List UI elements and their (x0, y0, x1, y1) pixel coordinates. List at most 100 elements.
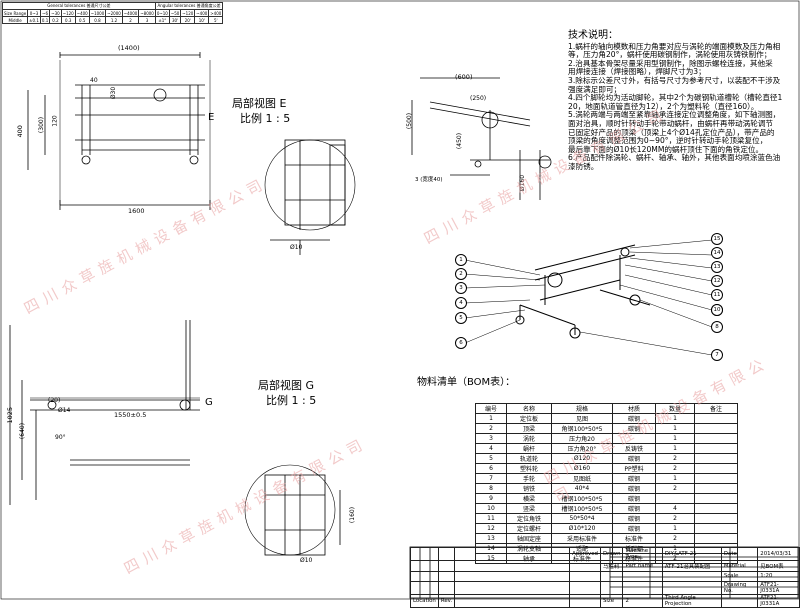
dimension-600: (600) (455, 73, 473, 81)
file-no-value: ATF21-J0331A (757, 594, 800, 608)
bom-cell (694, 453, 738, 464)
bom-cell: 1 (475, 413, 507, 424)
dimension-1600: 1600 (128, 207, 145, 215)
drawn-label: Drawn (599, 547, 624, 561)
bom-cell: 标准件 (612, 533, 656, 544)
balloon-3: 3 (455, 282, 467, 294)
bom-cell: 蜗杆 (506, 443, 552, 454)
bom-cell: 碳钢 (612, 493, 656, 504)
side-view (411, 77, 552, 200)
location-label: Location (410, 594, 439, 608)
tolerance-cell: Middle (1, 16, 29, 24)
technical-note-line: 等，压力角20°，蜗杆使用碳钢制作，涡轮使用灰铸铁制作； (568, 50, 772, 60)
dimension-500: (500) (406, 112, 414, 130)
technical-note-line: 2.治具基本骨架尽量采用型钢制作，除图示螺栓连接，其他采 (568, 58, 773, 68)
bom-cell: 5 (475, 453, 507, 464)
bom-header-cell: 名称 (506, 403, 552, 414)
material-label: Material (720, 560, 759, 572)
balloon-2: 2 (455, 268, 467, 280)
technical-note-line: 3.除标示公差尺寸外，有括号尺寸为参考尺寸，以装配不干涉及 (568, 75, 781, 85)
bom-cell: 50*50*4 (551, 513, 613, 524)
balloon-15: 15 (711, 233, 723, 245)
balloon-11: 11 (711, 289, 723, 301)
technical-note-line: 强度满足即可； (568, 84, 622, 94)
bom-cell: 7 (475, 473, 507, 484)
technical-note-line: 漆防锈。 (568, 161, 599, 171)
dimension-250: (250) (470, 95, 487, 102)
dimension-1025: 1025 (6, 406, 15, 424)
bom-cell: 碳钢 (612, 503, 656, 514)
bom-cell: 角钢100*50*5 (551, 423, 613, 434)
title-block: Approved Drawn Machine Type DIY&ATF-21 D… (410, 547, 800, 608)
dimension-1550: 1550±0.5 (114, 411, 147, 419)
tolerance-cell: 0.1 (39, 16, 51, 24)
technical-note-line: 1.蜗杆的轴向模数和压力角要对应与涡轮的端面模数及压力角相 (568, 41, 781, 51)
bom-header-cell: 规格 (551, 403, 613, 414)
size-label: Size (599, 594, 624, 608)
bom-cell (694, 473, 738, 484)
balloon-8: 8 (711, 321, 723, 333)
bom-cell: 2 (655, 533, 695, 544)
bom-cell: 销铁 (506, 483, 552, 494)
dimension-400: 400 (15, 125, 24, 138)
machine-type-value: DIY&ATF-21 (661, 547, 722, 561)
dimension-120: 120 (51, 115, 59, 127)
bom-cell (694, 483, 738, 494)
part-name-value: ATF-21治具装配图 (661, 560, 722, 572)
bom-cell: 2 (655, 513, 695, 524)
sheet-no-value: 2 (622, 594, 663, 608)
drawing-no-label: Drawing No. (720, 581, 759, 595)
tolerance-cell: 0.5 (74, 16, 90, 24)
view-label-e: E (208, 112, 215, 123)
dimension-160-g: (160) (349, 506, 357, 524)
balloon-4: 4 (455, 297, 467, 309)
drawer-name: 马胜利 (599, 560, 624, 572)
balloon-10: 10 (711, 304, 723, 316)
dimension-d30: Ø30 (110, 86, 118, 100)
balloon-14: 14 (711, 247, 723, 259)
dimension-20: (20) (48, 397, 61, 404)
dimension-d10: Ø10 (290, 244, 303, 251)
view-label-g: G (205, 397, 213, 408)
technical-note-line: 顶梁的角度调整范围为0~90°，逆时针转动手轮顶梁复位， (568, 136, 768, 146)
dimension-640: (640) (19, 422, 27, 440)
bom-cell (694, 503, 738, 514)
bom-cell (694, 523, 738, 534)
technical-note-line: 20，地面轨道管直径为12），2个为塑料轮（直径160）。 (568, 101, 759, 111)
detail-g-title: 局部视图 G (258, 379, 315, 392)
dimension-90: 90° (55, 434, 66, 441)
bom-cell: 3 (475, 433, 507, 444)
dimension-d14: Ø14 (58, 407, 71, 414)
scale-label: Scale (720, 570, 759, 582)
bom-cell: 采用标准件 (551, 533, 613, 544)
detail-g-view (244, 464, 341, 556)
bom-cell (655, 493, 695, 504)
tolerance-cell: 0.2 (49, 16, 62, 24)
bom-cell: 竖梁 (506, 503, 552, 514)
tolerance-cell: 30' (168, 16, 182, 24)
bom-cell (694, 443, 738, 454)
bom-cell: 碳钢 (612, 523, 656, 534)
bom-cell: 4 (475, 443, 507, 454)
balloon-1: 1 (455, 254, 467, 266)
bom-cell: 定位板 (506, 413, 552, 424)
bom-title: 物料清单（BOM表）： (417, 377, 516, 388)
bom-cell: 轴固定座 (506, 533, 552, 544)
technical-note-line: 已固定好产品的顶梁（顶梁上4个Ø14孔定位产品），带产品的 (568, 127, 775, 137)
bom-cell (694, 513, 738, 524)
bom-cell: 2 (475, 423, 507, 434)
dimension-d10-g: Ø10 (300, 557, 313, 564)
date-label: Date (720, 547, 759, 561)
technical-note-line: 用焊接连接（焊接图略），焊脚尺寸为3； (568, 67, 706, 77)
bom-cell: 1 (655, 523, 695, 534)
bom-cell: Ø10*120 (551, 523, 613, 534)
bom-cell (694, 433, 738, 444)
